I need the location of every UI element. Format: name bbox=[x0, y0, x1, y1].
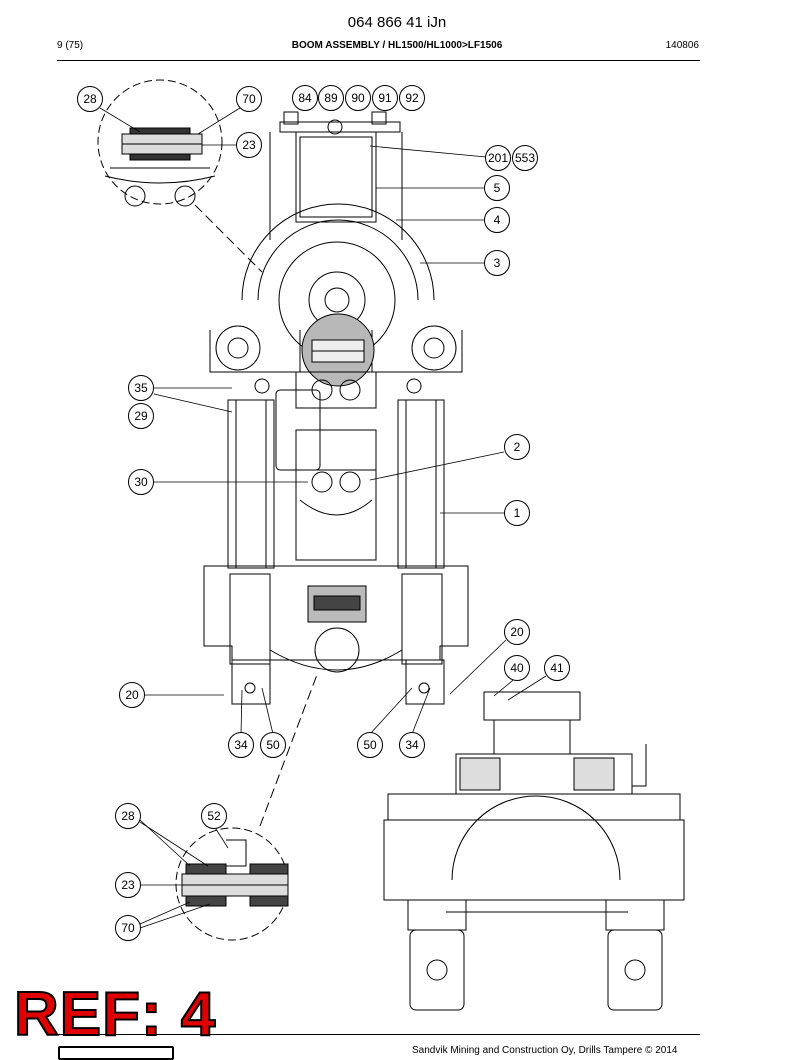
callout-29 bbox=[128, 403, 154, 429]
callout-20-right bbox=[504, 619, 530, 645]
callout-34-right bbox=[399, 732, 425, 758]
detail-link-bottom bbox=[259, 671, 319, 827]
callout-label: 41 bbox=[550, 661, 564, 675]
callout-35 bbox=[128, 375, 154, 401]
callout-28-bottom bbox=[115, 803, 141, 829]
callout-84 bbox=[292, 85, 318, 111]
callout-label: 29 bbox=[134, 409, 148, 423]
callout-label: 23 bbox=[121, 878, 135, 892]
callout-label: 4 bbox=[494, 213, 501, 227]
callout-label: 34 bbox=[234, 738, 248, 752]
callout-20-left bbox=[119, 682, 145, 708]
callout-label: 70 bbox=[242, 92, 256, 106]
callout-4 bbox=[484, 207, 510, 233]
callout-label: 89 bbox=[324, 91, 338, 105]
callout-50-left bbox=[260, 732, 286, 758]
callout-label: 5 bbox=[494, 181, 501, 195]
reference-stamp: REF: 4 bbox=[13, 980, 217, 1049]
callout-89 bbox=[318, 85, 344, 111]
callout-90 bbox=[345, 85, 371, 111]
callout-label: 34 bbox=[405, 738, 419, 752]
callout-1 bbox=[504, 500, 530, 526]
page-title: BOOM ASSEMBLY / HL1500/HL1000>LF1506 bbox=[291, 40, 503, 51]
callout-40 bbox=[504, 655, 530, 681]
callout-label: 92 bbox=[405, 91, 419, 105]
callout-label: 20 bbox=[125, 688, 139, 702]
detail-view-top bbox=[97, 79, 223, 207]
document-code: 140806 bbox=[665, 40, 699, 51]
callout-label: 35 bbox=[134, 381, 148, 395]
callout-23-top bbox=[236, 132, 262, 158]
callout-23-bottom bbox=[115, 872, 141, 898]
callout-label: 553 bbox=[515, 151, 535, 165]
callout-label: 40 bbox=[510, 661, 524, 675]
footer-rule bbox=[57, 1034, 700, 1035]
callout-label: 91 bbox=[378, 91, 392, 105]
callout-70-bottom bbox=[115, 915, 141, 941]
callout-label: 20 bbox=[510, 625, 524, 639]
callout-5 bbox=[484, 175, 510, 201]
callout-label: 201 bbox=[488, 151, 508, 165]
callout-label: 2 bbox=[514, 440, 521, 454]
carrier-base-view bbox=[383, 691, 685, 1011]
callout-2 bbox=[504, 434, 530, 460]
callout-52 bbox=[201, 803, 227, 829]
detail-view-bottom bbox=[175, 827, 289, 941]
callout-201 bbox=[485, 145, 511, 171]
callout-34-left bbox=[228, 732, 254, 758]
main-boom-assembly bbox=[203, 111, 469, 705]
callout-label: 3 bbox=[494, 256, 501, 270]
callout-3 bbox=[484, 250, 510, 276]
callout-label: 70 bbox=[121, 921, 135, 935]
callout-label: 84 bbox=[298, 91, 312, 105]
callout-30 bbox=[128, 469, 154, 495]
callout-label: 30 bbox=[134, 475, 148, 489]
callout-50-right bbox=[357, 732, 383, 758]
callout-label: 28 bbox=[83, 92, 97, 106]
detail-link-top bbox=[194, 204, 263, 273]
callout-91 bbox=[372, 85, 398, 111]
leader-lines bbox=[99, 107, 547, 929]
callout-label: 23 bbox=[242, 138, 256, 152]
callout-label: 50 bbox=[266, 738, 280, 752]
callout-553 bbox=[512, 145, 538, 171]
callout-label: 50 bbox=[363, 738, 377, 752]
callout-label: 52 bbox=[207, 809, 221, 823]
header-rule bbox=[57, 60, 700, 61]
callout-92 bbox=[399, 85, 425, 111]
footer-copyright: Sandvik Mining and Construction Oy, Dril… bbox=[412, 1045, 678, 1056]
page-number: 9 (75) bbox=[57, 40, 84, 51]
callout-70-top bbox=[236, 86, 262, 112]
callout-28-top bbox=[77, 86, 103, 112]
callout-label: 28 bbox=[121, 809, 135, 823]
document-number: 064 866 41 iJn bbox=[347, 14, 447, 31]
callout-41 bbox=[544, 655, 570, 681]
callout-label: 1 bbox=[514, 506, 521, 520]
callout-label: 90 bbox=[351, 91, 365, 105]
